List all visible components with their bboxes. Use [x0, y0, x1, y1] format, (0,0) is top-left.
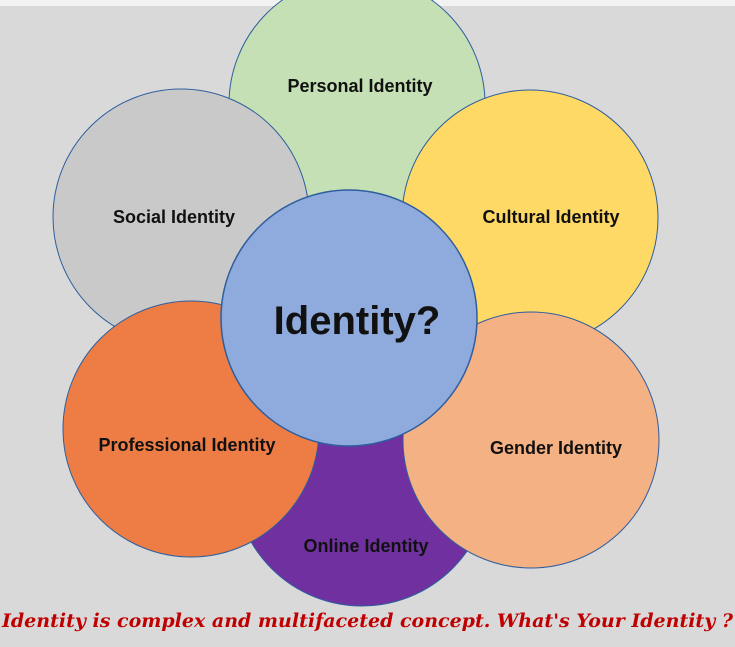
center-label: Identity? — [274, 299, 441, 343]
petal-gender-circle — [402, 311, 660, 569]
petal-professional-label: Professional Identity — [98, 435, 275, 455]
petal-personal-label: Personal Identity — [287, 76, 432, 96]
petal-gender-label: Gender Identity — [490, 438, 622, 458]
center-node: Identity? — [220, 189, 478, 447]
petal-online-label: Online Identity — [303, 536, 428, 556]
caption-text: Identity is complex and multifaceted con… — [2, 610, 733, 632]
petal-social-label: Social Identity — [113, 207, 235, 227]
petal-cultural-label: Cultural Identity — [482, 207, 619, 227]
center-circle — [220, 189, 478, 447]
petal-gender: Gender Identity — [402, 311, 660, 569]
